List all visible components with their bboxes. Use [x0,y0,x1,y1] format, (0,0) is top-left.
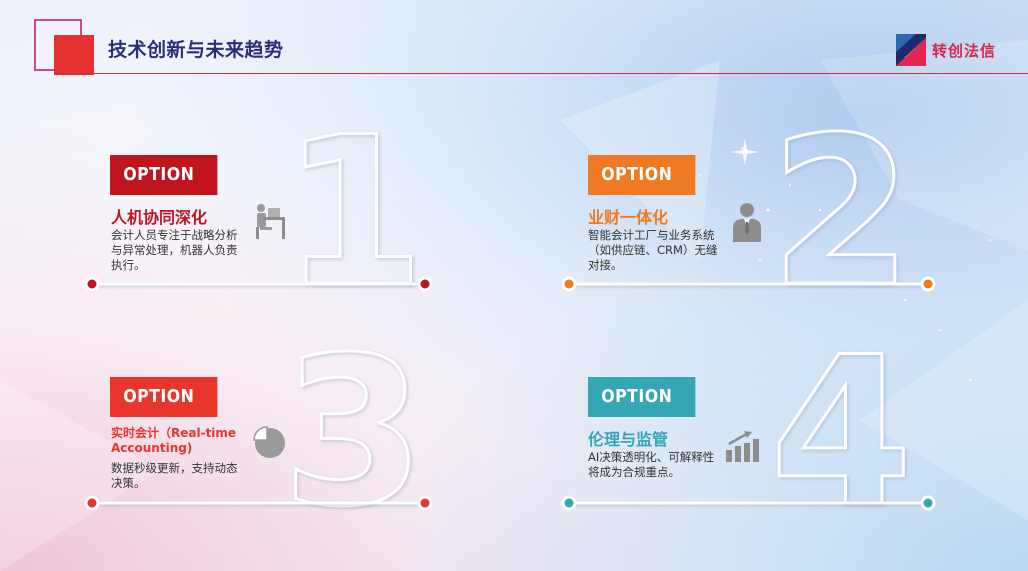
header-decoration-square [54,35,94,75]
option-1-dot-right [417,276,433,292]
option-2-number: 2 [770,94,913,332]
option-3-dot-left [84,495,100,511]
growth-bar-chart-icon [726,431,759,462]
option-1-description: 会计人员专注于战略分析与异常处理，机器人负责执行。 [111,228,238,272]
option-3-number: 3 [282,314,425,552]
option-1-title: 人机协同深化 [111,208,208,227]
option-2-dot-right [920,276,936,292]
page-title: 技术创新与未来趋势 [108,39,284,61]
option-2-dot-left [561,276,577,292]
option-4-tag: OPTION [588,377,696,417]
header-divider [58,73,1028,74]
option-4-dot-right [920,495,936,511]
option-2-tag: OPTION [588,155,696,195]
option-3-tag: OPTION [110,377,218,417]
brand-logo: 转创法信 [896,34,996,66]
option-2-description: 智能会计工厂与业务系统（如供应链、CRM）无缝对接。 [588,228,718,272]
option-1-number: 1 [282,94,425,332]
option-1-tag: OPTION [110,155,218,195]
option-2-title: 业财一体化 [588,208,669,227]
brand-logo-icon [896,34,926,66]
pie-chart-icon [253,426,285,458]
option-1-dot-left [84,276,100,292]
option-3-title: 实时会计（Real-time Accounting) [111,426,237,455]
option-4-title: 伦理与监管 [588,430,669,449]
option-4-number: 4 [770,314,913,552]
option-3-dot-right [417,495,433,511]
worker-at-desk-icon [256,204,285,239]
option-3-description: 数据秒级更新，支持动态决策。 [111,461,238,490]
option-4-dot-left [561,495,577,511]
businessman-icon [733,203,761,242]
option-4-description: AI决策透明化、可解释性将成为合规重点。 [588,450,715,479]
brand-name: 转创法信 [932,41,997,60]
